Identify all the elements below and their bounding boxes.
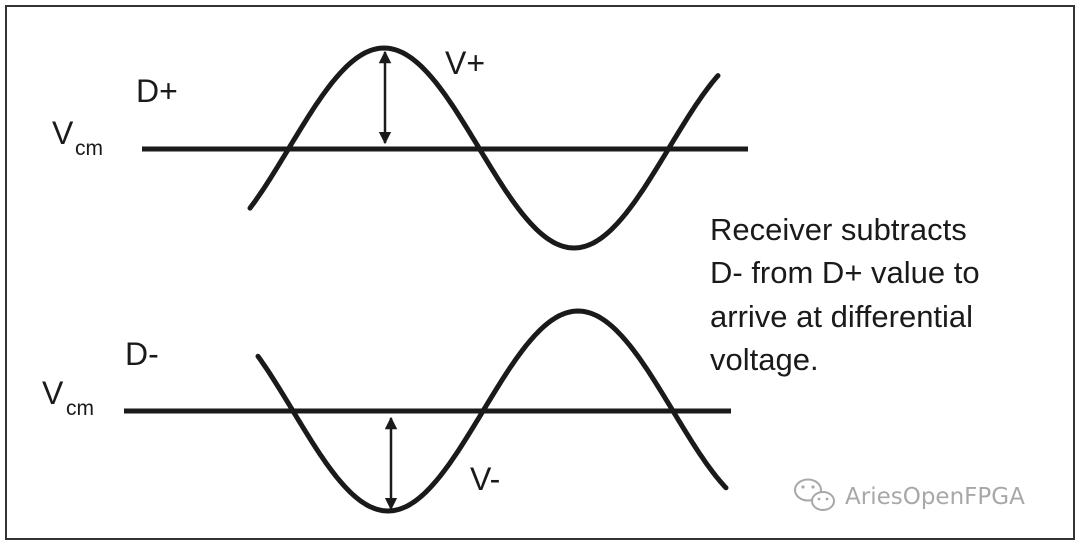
d-minus-label: D- <box>125 336 159 372</box>
figure-frame <box>5 5 1075 540</box>
d-plus-waveform <box>247 45 721 251</box>
explanation-line-1: Receiver subtracts <box>710 212 967 247</box>
watermark-text: AriesOpenFPGA <box>845 484 1025 510</box>
d-minus-waveform <box>255 308 729 514</box>
explanation-line-2: D- from D+ value to <box>710 255 980 290</box>
d-plus-panel: D+ V+ V cm <box>52 45 748 251</box>
vcm-subscript-bottom: cm <box>66 397 94 420</box>
vcm-subscript-top: cm <box>75 137 103 160</box>
v-plus-label: V+ <box>445 45 485 81</box>
watermark: AriesOpenFPGA <box>794 478 1025 511</box>
explanation-line-4: voltage. <box>710 342 819 377</box>
explanation-line-3: arrive at differential <box>710 299 973 334</box>
d-plus-label: D+ <box>136 73 178 109</box>
v-minus-label: V- <box>470 461 500 497</box>
explanation-text: Receiver subtracts D- from D+ value to a… <box>710 212 980 377</box>
d-minus-panel: D- V- V cm <box>42 308 731 514</box>
vcm-label-top: V <box>52 115 74 151</box>
vcm-label-bottom: V <box>42 375 64 411</box>
wechat-icon <box>794 478 835 511</box>
